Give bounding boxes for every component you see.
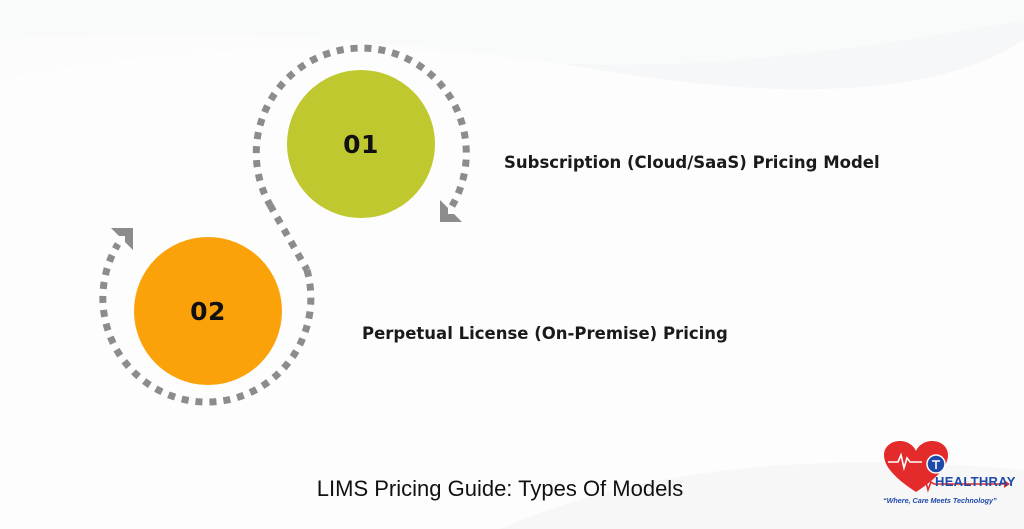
step-02-label: Perpetual License (On-Premise) Pricing: [362, 324, 728, 343]
arrow-head-icon: [111, 228, 133, 250]
step-01-label: Subscription (Cloud/SaaS) Pricing Model: [504, 153, 880, 172]
step-02-number: 02: [190, 296, 226, 326]
diagram-title: LIMS Pricing Guide: Types Of Models: [316, 476, 684, 501]
healthray-logo: HEALTHRAY “Where, Care Meets Technology”: [878, 440, 1018, 520]
logo-name: HEALTHRAY: [935, 474, 1016, 489]
step-01-number: 01: [343, 129, 379, 159]
step-02-circle: 02: [134, 237, 282, 385]
heart-pulse-icon: [884, 441, 1010, 493]
logo-tagline: “Where, Care Meets Technology”: [883, 496, 997, 505]
step-01-circle: 01: [287, 70, 435, 218]
arrow-head-icon: [440, 200, 462, 222]
